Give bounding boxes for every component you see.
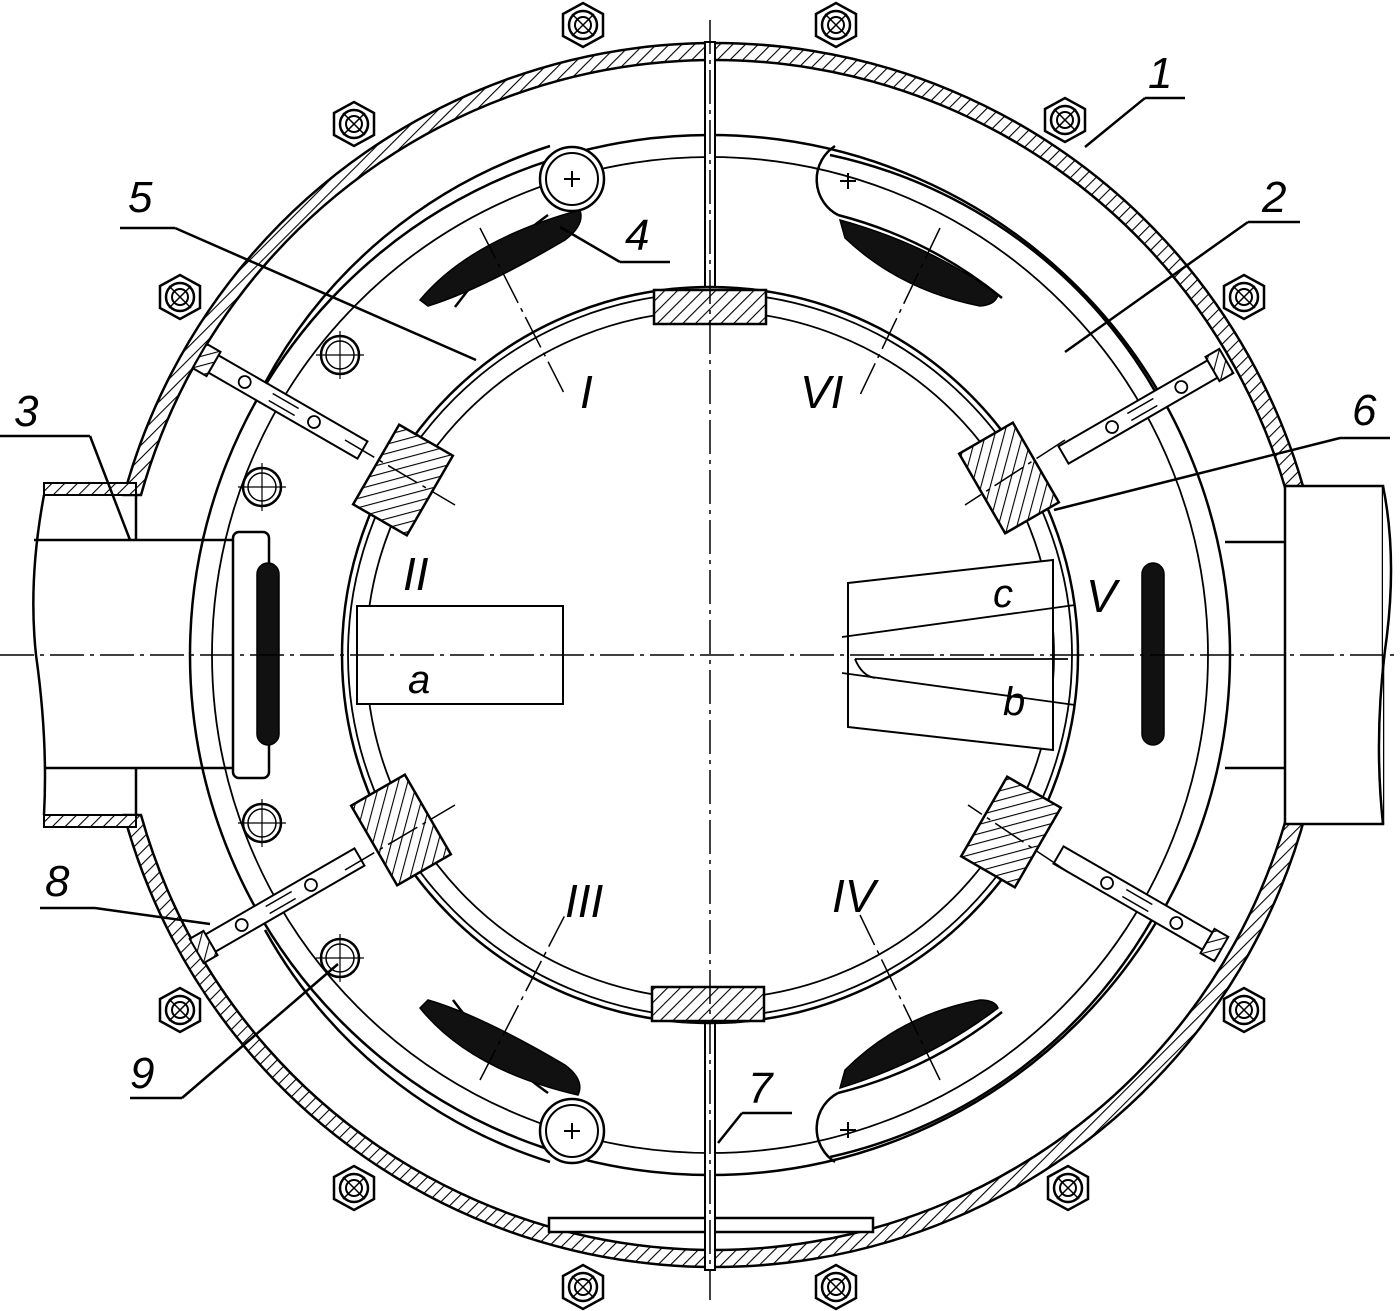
hatched-blocks: [349, 288, 1063, 1023]
label-zone-III: III: [565, 875, 604, 927]
label-b: b: [1003, 680, 1025, 724]
leader-lines: [0, 96, 1390, 1144]
label-zone-I: I: [580, 366, 593, 418]
label-zone-V: V: [1086, 570, 1121, 622]
dark-pads: [256, 209, 1165, 1096]
label-c: c: [993, 572, 1013, 616]
label-7: 7: [748, 1064, 774, 1113]
label-5: 5: [128, 173, 153, 222]
label-zone-IV: IV: [832, 870, 880, 922]
label-a: a: [408, 658, 430, 702]
label-1: 1: [1148, 49, 1172, 98]
label-4: 4: [625, 211, 649, 260]
label-2: 2: [1261, 173, 1286, 222]
label-zone-VI: VI: [800, 366, 844, 418]
rollers: [538, 145, 856, 1165]
center-lines: [0, 20, 1400, 1300]
label-3: 3: [14, 387, 39, 436]
label-zone-II: II: [403, 548, 429, 600]
label-6: 6: [1352, 386, 1377, 435]
label-9: 9: [130, 1049, 154, 1098]
label-8: 8: [45, 857, 70, 906]
